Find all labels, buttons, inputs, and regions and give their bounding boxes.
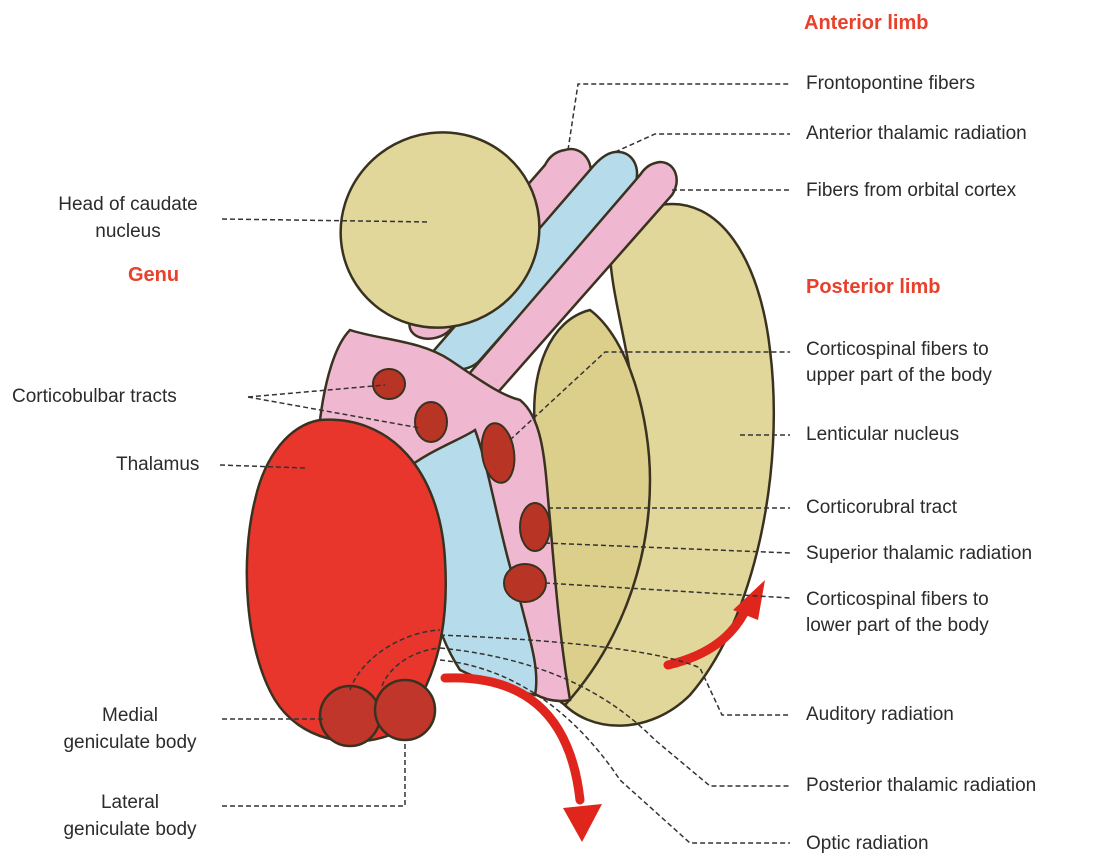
heading-genu: Genu	[128, 264, 179, 287]
label-auditory: Auditory radiation	[806, 703, 954, 727]
label-head-of-caudate-line1: Head of caudate	[38, 193, 218, 217]
leader-anterior-thalamic	[615, 134, 790, 152]
heading-anterior-limb: Anterior limb	[804, 12, 928, 35]
lateral-geniculate-body	[375, 680, 435, 740]
corticorubral-oval	[520, 503, 550, 551]
label-corticospinal-lower-line2: lower part of the body	[806, 614, 989, 638]
label-corticospinal-lower-line1: Corticospinal fibers to	[806, 588, 989, 612]
label-posterior-thalamic: Posterior thalamic radiation	[806, 774, 1036, 798]
label-thalamus: Thalamus	[116, 453, 199, 477]
heading-posterior-limb: Posterior limb	[806, 276, 940, 299]
label-medial-geniculate-line1: Medial	[40, 704, 220, 728]
label-corticobulbar: Corticobulbar tracts	[12, 385, 177, 409]
label-anterior-thalamic: Anterior thalamic radiation	[806, 122, 1027, 146]
label-corticospinal-upper-line1: Corticospinal fibers to	[806, 338, 989, 362]
corticobulbar-oval-1	[373, 369, 405, 399]
label-corticospinal-upper-line2: upper part of the body	[806, 364, 992, 388]
label-orbital-cortex: Fibers from orbital cortex	[806, 179, 1016, 203]
leader-frontopontine	[568, 84, 790, 150]
label-corticorubral: Corticorubral tract	[806, 496, 957, 520]
label-lateral-geniculate-line2: geniculate body	[40, 818, 220, 842]
corticobulbar-oval-2	[415, 402, 447, 442]
label-superior-thalamic: Superior thalamic radiation	[806, 542, 1032, 566]
label-medial-geniculate-line2: geniculate body	[40, 731, 220, 755]
corticospinal-lower-oval	[504, 564, 546, 602]
leader-lateral-geniculate	[222, 742, 405, 806]
optic-radiation-arrowhead	[563, 804, 602, 842]
label-lenticular: Lenticular nucleus	[806, 423, 959, 447]
label-head-of-caudate-line2: nucleus	[38, 220, 218, 244]
label-lateral-geniculate-line1: Lateral	[40, 791, 220, 815]
label-frontopontine: Frontopontine fibers	[806, 72, 975, 96]
medial-geniculate-body	[320, 686, 380, 746]
label-optic: Optic radiation	[806, 832, 929, 856]
